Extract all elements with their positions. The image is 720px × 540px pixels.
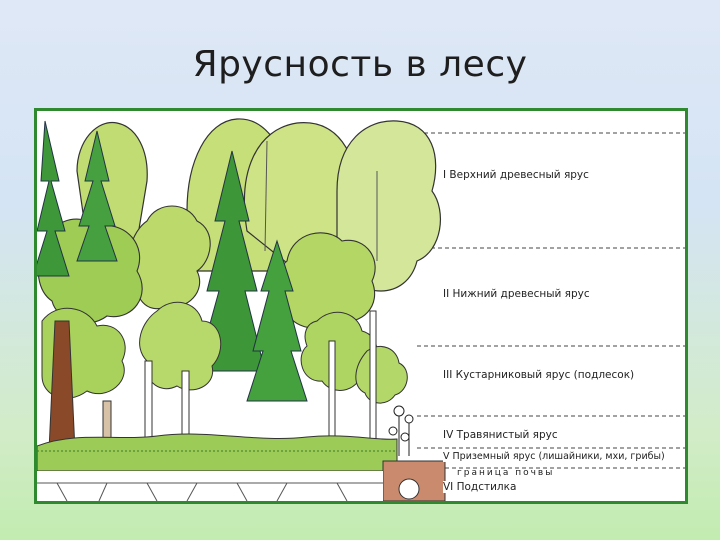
tier-label-shrub: III Кустарниковый ярус (подлесок)	[443, 369, 637, 381]
forest-illustration	[37, 118, 685, 501]
tier-label-herb: IV Травянистый ярус	[443, 429, 560, 441]
tier-label-ground: V Приземный ярус (лишайники, мхи, грибы)	[443, 451, 667, 462]
lower-tier-trees	[37, 205, 376, 329]
conifer-trees	[37, 120, 308, 402]
herb-layer	[37, 433, 398, 472]
slide-title: Ярусность в лесу	[192, 44, 528, 85]
forest-layers-diagram: I Верхний древесный ярус II Нижний древе…	[34, 108, 688, 504]
tree-trunks	[48, 140, 378, 462]
tier-label-upper-tree: I Верхний древесный ярус	[443, 169, 591, 181]
herb-plants	[388, 405, 414, 456]
tier-divider-lines	[417, 132, 685, 469]
soil-boundary-label: граница почвы	[457, 468, 555, 478]
tier-label-lower-tree: II Нижний древесный ярус	[443, 288, 592, 300]
tier-label-litter: VI Подстилка	[443, 481, 519, 493]
